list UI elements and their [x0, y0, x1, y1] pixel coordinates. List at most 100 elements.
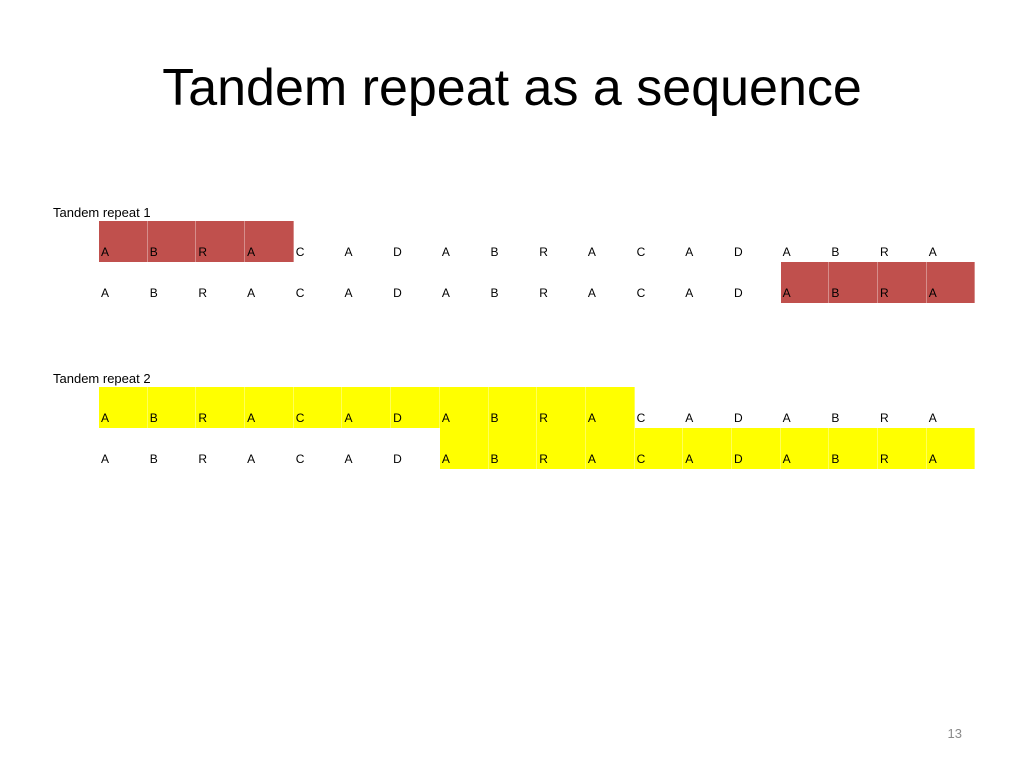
cell-letter: B — [831, 411, 840, 425]
cell-letter: B — [490, 286, 499, 300]
cell-letter: A — [685, 452, 694, 466]
sequence-cell: A — [99, 387, 148, 428]
cell-letter: A — [928, 286, 937, 300]
cell-letter: A — [587, 452, 596, 466]
cell-letter: A — [685, 411, 694, 425]
sequence-cell: B — [829, 387, 878, 428]
sequence-cell: A — [683, 387, 732, 428]
sequence-cell: B — [829, 221, 878, 262]
cell-letter: C — [636, 245, 646, 259]
cell-letter: C — [295, 452, 305, 466]
cell-letter: B — [149, 452, 158, 466]
cell-letter: A — [101, 452, 110, 466]
section-label: Tandem repeat 1 — [53, 205, 151, 220]
cell-letter: A — [344, 286, 353, 300]
slide-title: Tandem repeat as a sequence — [162, 59, 862, 117]
cell-letter: R — [198, 286, 208, 300]
cell-letter: B — [149, 411, 158, 425]
sequence-cell: B — [829, 262, 878, 303]
sequence-cell: A — [585, 428, 635, 469]
sequence-cell: D — [731, 428, 781, 469]
cell-letter: D — [393, 452, 402, 466]
sequence-cell: B — [829, 428, 878, 469]
sequence-cell: A — [927, 221, 976, 262]
cell-letter: B — [831, 452, 840, 466]
sequence-cell: D — [391, 262, 440, 303]
sequence-cell: A — [245, 387, 294, 428]
sequence-cell: R — [878, 221, 927, 262]
cell-letter: A — [344, 452, 353, 466]
sequence-cell: A — [439, 387, 489, 428]
sequence-cell: A — [683, 428, 732, 469]
cell-letter: B — [831, 286, 840, 300]
sequence-cell: D — [391, 428, 440, 469]
cell-letter: C — [636, 452, 646, 466]
sequence-cell: B — [489, 262, 538, 303]
sequence-cell: B — [489, 221, 538, 262]
cell-letter: A — [928, 411, 937, 425]
section-label: Tandem repeat 2 — [53, 371, 151, 386]
cell-letter: A — [101, 245, 110, 259]
sequence-cell: R — [878, 262, 927, 303]
sequence-cell: C — [294, 428, 343, 469]
cell-letter: R — [198, 245, 208, 259]
sequence-cell: R — [196, 221, 246, 262]
cell-letter: D — [733, 411, 743, 425]
cell-letter: R — [880, 286, 889, 300]
sequence-cell: C — [634, 428, 684, 469]
sequence-cell: A — [586, 221, 635, 262]
sequence-cell: C — [635, 262, 684, 303]
sequence-cell: B — [488, 387, 538, 428]
cell-letter: R — [198, 452, 208, 466]
sequence-cell: D — [391, 221, 440, 262]
cell-letter: R — [539, 245, 548, 259]
cell-letter: R — [539, 286, 548, 300]
sequence-cell: A — [781, 387, 830, 428]
cell-letter: B — [831, 245, 840, 259]
cell-letter: A — [587, 245, 596, 259]
sequence-cell: C — [294, 262, 343, 303]
cell-letter: A — [928, 245, 937, 259]
sequence-cell: A — [926, 262, 976, 303]
cell-letter: A — [247, 286, 256, 300]
cell-letter: R — [880, 452, 889, 466]
cell-letter: A — [101, 411, 110, 425]
cell-letter: D — [733, 245, 743, 259]
sequence-cell: D — [732, 221, 781, 262]
sequence-cell: A — [780, 428, 830, 469]
sequence-cell: A — [440, 262, 489, 303]
sequence-cell: A — [781, 221, 830, 262]
cell-letter: C — [295, 245, 305, 259]
sequence-cell: C — [293, 387, 343, 428]
sequence-cell: A — [585, 387, 635, 428]
sequence-cell: D — [732, 262, 781, 303]
sequence-cell: A — [245, 221, 294, 262]
sequence-cell: A — [586, 262, 635, 303]
sequence-cell: A — [99, 262, 148, 303]
sequence-cell: R — [196, 262, 245, 303]
sequence-cell: D — [391, 387, 440, 428]
cell-letter: C — [636, 411, 646, 425]
cell-letter: C — [295, 411, 305, 425]
cell-letter: R — [539, 452, 548, 466]
sequence-cell: C — [635, 221, 684, 262]
sequence-cell: B — [147, 387, 197, 428]
sequence-cell: B — [148, 262, 197, 303]
cell-letter: B — [149, 286, 158, 300]
page-number: 13 — [947, 726, 962, 741]
cell-letter: R — [880, 411, 889, 425]
sequence-cell: A — [342, 387, 392, 428]
sequence-cell: R — [537, 387, 586, 428]
cell-letter: A — [782, 411, 791, 425]
cell-letter: A — [587, 411, 596, 425]
cell-letter: A — [247, 411, 256, 425]
cell-letter: A — [441, 245, 450, 259]
cell-letter: A — [587, 286, 596, 300]
cell-letter: A — [928, 452, 937, 466]
cell-letter: A — [101, 286, 110, 300]
sequence-cell: C — [294, 221, 343, 262]
cell-letter: A — [344, 411, 353, 425]
